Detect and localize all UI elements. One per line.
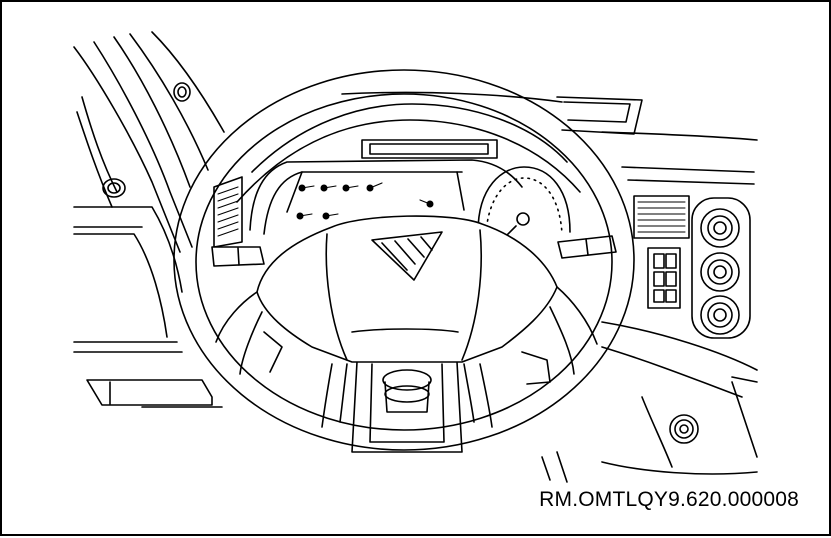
- climate-knobs: [691, 197, 751, 339]
- brand-logo-icon: [371, 231, 443, 281]
- figure-reference-code: RM.OMTLQY9.620.000008: [537, 488, 801, 512]
- right-air-vent: [633, 195, 690, 239]
- left-lower-panel: [73, 206, 223, 408]
- right-lower-dash: [601, 321, 758, 475]
- left-stalk: [211, 246, 265, 267]
- a-pillar: [73, 31, 225, 253]
- steering-wheel-rim: [173, 69, 635, 451]
- instrument-cluster: [249, 139, 571, 243]
- left-air-vent: [213, 176, 243, 248]
- steering-column: [351, 361, 568, 483]
- right-stalk: [557, 235, 617, 259]
- dashboard-top: [341, 91, 758, 185]
- switch-panel: [647, 247, 681, 309]
- warning-lights: [296, 182, 434, 220]
- steering-wheel-hub: [215, 215, 598, 428]
